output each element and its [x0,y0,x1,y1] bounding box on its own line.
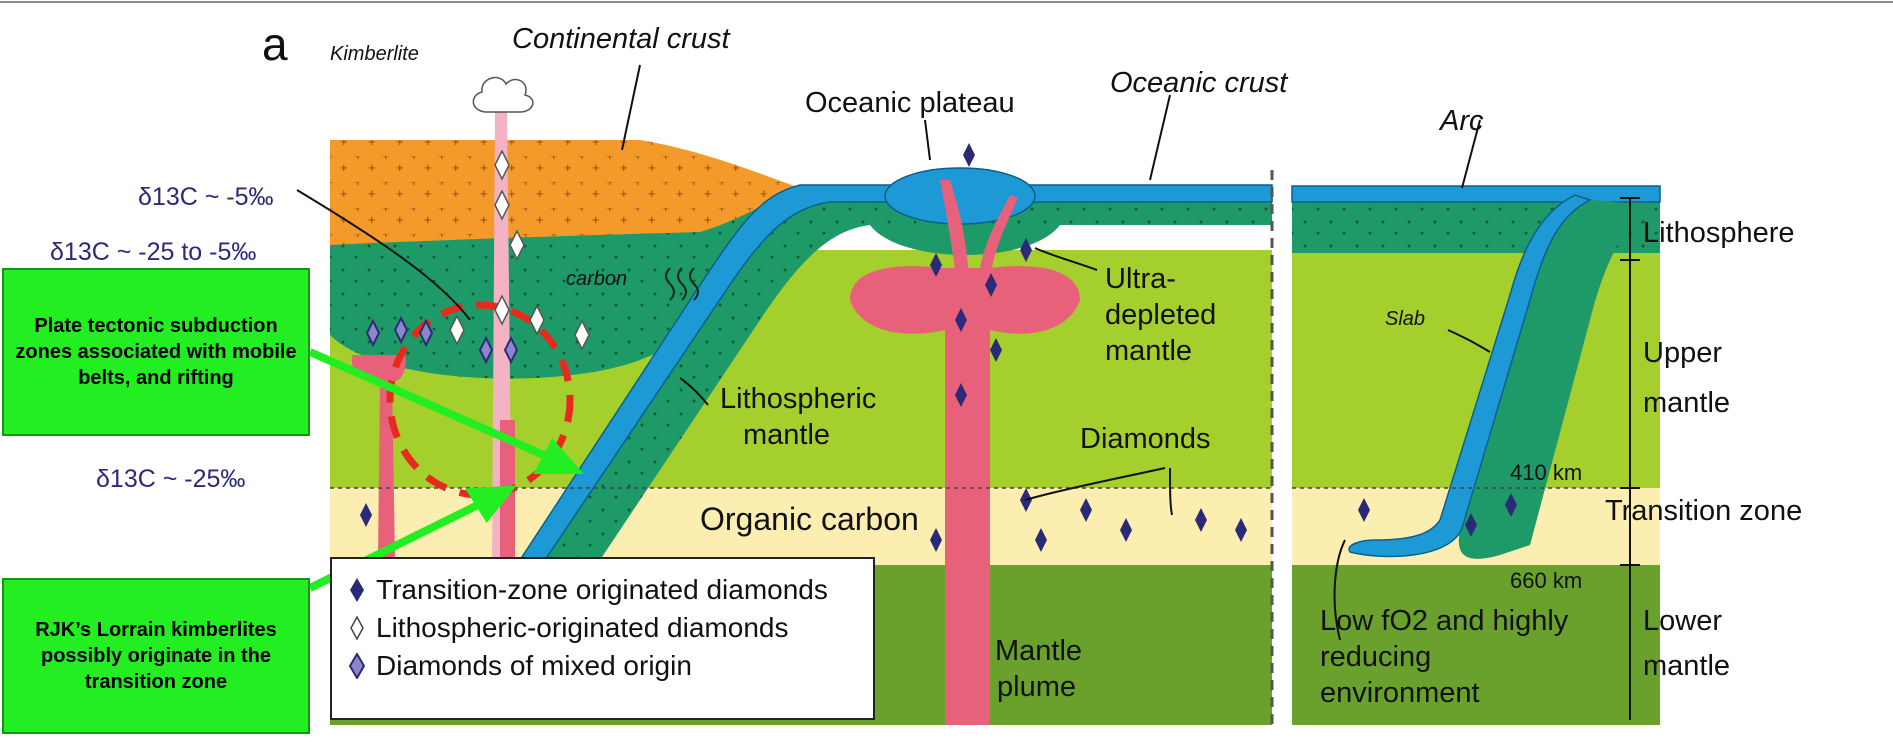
oceanic-crust-right [1292,186,1660,202]
legend-text: Diamonds of mixed origin [376,650,692,682]
isotope-label-1: δ13C ~ -5‰ [138,183,274,211]
layer-transition-zone: Transition zone [1605,495,1802,527]
legend-item: Transition-zone originated diamonds [342,571,863,609]
label-lithospheric-mantle-2: mantle [743,419,830,451]
label-low-fo2-3: environment [1320,677,1480,709]
layer-upper-mantle-1: Upper [1643,337,1722,369]
label-kimberlite: Kimberlite [330,43,419,65]
label-low-fo2-2: reducing [1320,641,1431,673]
label-diamonds: Diamonds [1080,423,1211,455]
isotope-label-2: δ13C ~ -25 to -5‰ [50,238,256,266]
label-ultra-depleted-3: mantle [1105,335,1192,367]
kimberlite-cloud [473,78,533,112]
label-continental-crust: Continental crust [512,23,732,55]
label-oceanic-crust: Oceanic crust [1110,67,1289,99]
label-410km: 410 km [1510,460,1582,485]
legend-item: Diamonds of mixed origin [342,647,863,685]
callout-subduction: Plate tectonic subduction zones associat… [2,268,310,436]
label-lithospheric-mantle-1: Lithospheric [720,383,876,415]
label-mantle-plume-2: plume [997,671,1076,703]
layer-lower-mantle-2: mantle [1643,650,1730,682]
label-ultra-depleted-2: depleted [1105,299,1216,331]
panel-letter: a [262,18,288,70]
label-carbon: carbon [566,268,627,290]
label-mantle-plume-1: Mantle [995,635,1082,667]
label-660km: 660 km [1510,568,1582,593]
label-low-fo2-1: Low fO2 and highly [1320,605,1569,637]
layer-lower-mantle-1: Lower [1643,605,1722,637]
label-oceanic-plateau: Oceanic plateau [805,87,1015,119]
legend-item: Lithospheric-originated diamonds [342,609,863,647]
label-organic-carbon: Organic carbon [700,501,919,537]
legend-text: Transition-zone originated diamonds [376,574,828,606]
callout-lorrain: RJK’s Lorrain kimberlites possibly origi… [2,578,310,734]
label-ultra-depleted-1: Ultra- [1105,263,1176,295]
open-diamond-icon [342,616,372,640]
layer-upper-mantle-2: mantle [1643,387,1730,419]
isotope-label-3: δ13C ~ -25‰ [96,465,245,493]
legend-text: Lithospheric-originated diamonds [376,612,788,644]
label-slab: Slab [1385,308,1425,330]
legend-box: Transition-zone originated diamonds Lith… [330,557,875,720]
mixed-diamond-icon [342,653,372,679]
filled-diamond-icon [342,578,372,602]
label-arc: Arc [1438,105,1484,137]
layer-lithosphere: Lithosphere [1643,217,1795,249]
